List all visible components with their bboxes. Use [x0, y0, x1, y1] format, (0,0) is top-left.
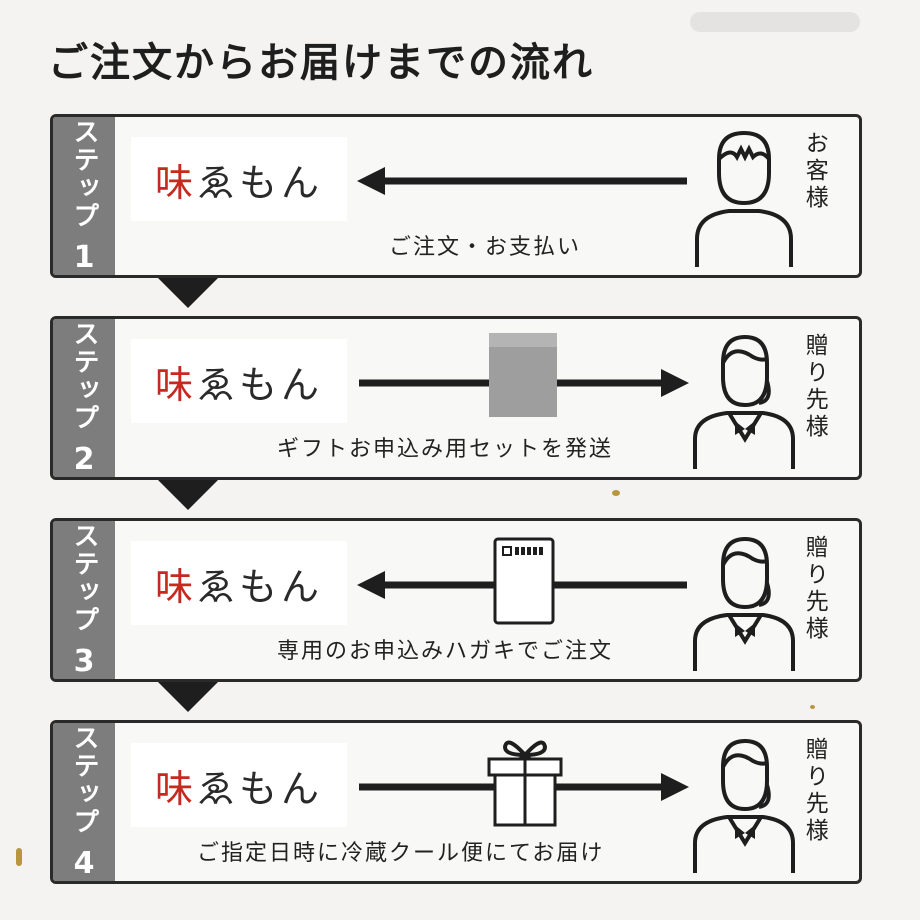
step-tab-label: ステップ [69, 521, 99, 634]
step-tab: ステップ 2 [53, 319, 115, 477]
role-label: 贈り先様 [801, 535, 828, 643]
step-tab-label: ステップ [69, 117, 99, 230]
role-label: 贈り先様 [801, 737, 828, 845]
step-tab-label: ステップ [69, 723, 99, 836]
brand-part-2: ゑもん [197, 160, 324, 205]
arrow-left-icon [357, 167, 687, 195]
down-triangle-icon [158, 278, 218, 308]
brand-logo: 味 ゑもん [131, 541, 347, 625]
brand-logo: 味 ゑもん [131, 339, 347, 423]
step-number: 2 [73, 441, 95, 477]
step-number: 3 [73, 643, 95, 679]
step-tab: ステップ 1 [53, 117, 115, 275]
down-triangle-icon [158, 682, 218, 712]
gift-box-icon [487, 740, 563, 827]
brand-part-2: ゑもん [197, 362, 324, 407]
role-label: 贈り先様 [801, 333, 828, 441]
step-tab-label: ステップ [69, 319, 99, 432]
brand-logo: 味 ゑもん [131, 137, 347, 221]
step-caption: ご指定日時に冷蔵クール便にてお届け [197, 841, 605, 866]
step-3-panel: ステップ 3 味 ゑもん 専用のお申込みハガキでご注文 贈り先様 [50, 518, 862, 682]
recipient-icon [693, 536, 795, 671]
brand-part-2: ゑもん [197, 564, 324, 609]
step-number: 1 [73, 239, 95, 275]
brand-part-1: 味 [154, 160, 197, 205]
recipient-icon [693, 334, 795, 469]
step-tab: ステップ 3 [53, 521, 115, 679]
step-caption: ギフトお申込み用セットを発送 [277, 437, 614, 462]
brand-part-1: 味 [154, 362, 197, 407]
role-label: お客様 [801, 131, 828, 212]
brand-logo: 味 ゑもん [131, 743, 347, 827]
postcard-icon [493, 537, 555, 625]
brand-part-2: ゑもん [197, 766, 324, 811]
customer-icon [695, 130, 793, 267]
step-caption: 専用のお申込みハガキでご注文 [277, 639, 614, 664]
page-title: ご注文からお届けまでの流れ [48, 39, 594, 86]
brand-part-1: 味 [154, 766, 197, 811]
step-4-panel: ステップ 4 味 ゑもん ご指定日時に冷蔵クール便にてお届け 贈り先様 [50, 720, 862, 884]
step-number: 4 [73, 845, 95, 881]
recipient-icon [693, 738, 795, 873]
step-tab: ステップ 4 [53, 723, 115, 881]
box-icon [489, 333, 557, 417]
step-2-panel: ステップ 2 味 ゑもん ギフトお申込み用セットを発送 贈り先様 [50, 316, 862, 480]
down-triangle-icon [158, 480, 218, 510]
brand-part-1: 味 [154, 564, 197, 609]
step-1-panel: ステップ 1 味 ゑもん ご注文・お支払い お客様 [50, 114, 862, 278]
step-caption: ご注文・お支払い [389, 235, 582, 260]
